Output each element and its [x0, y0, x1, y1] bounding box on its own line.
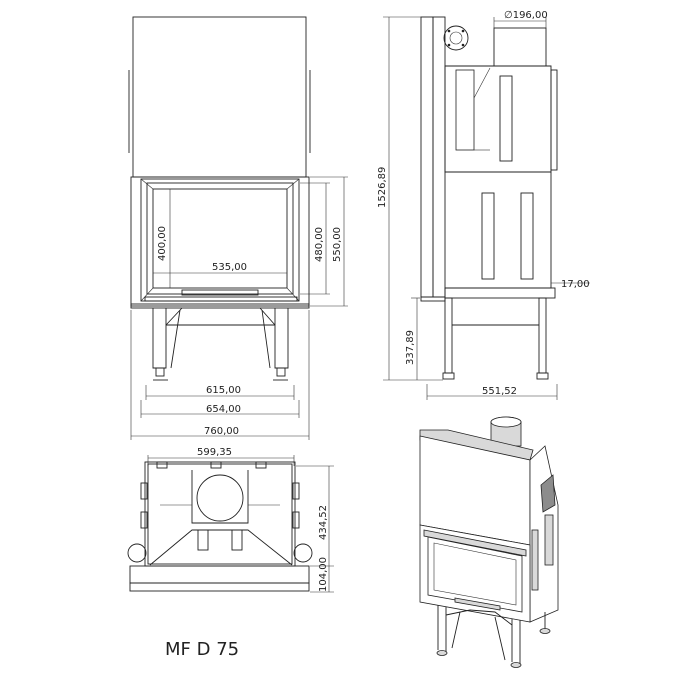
top-tab [292, 482, 300, 500]
top-lug [210, 461, 222, 469]
side-foot-front [442, 372, 455, 380]
front-foot-left [155, 367, 165, 377]
side-angle-line [473, 67, 491, 99]
top-block [197, 529, 209, 551]
corner-line [286, 178, 300, 190]
front-door-inner [146, 182, 294, 295]
side-base [444, 287, 556, 299]
top-wheel-left [127, 543, 147, 563]
side-slot-a [481, 192, 495, 280]
model-title: MF D 75 [165, 639, 239, 660]
dial-dot [447, 43, 451, 47]
top-body-inner [147, 463, 293, 565]
side-view: ∅196,00 1526,89 337,89 17,00 [377, 10, 590, 400]
dim-offset: 17,00 [561, 279, 590, 290]
side-dial [443, 25, 469, 51]
top-view: 599,35 434,52 104,00 [127, 447, 334, 593]
dial-dot [447, 29, 451, 33]
iso-handle [454, 597, 501, 611]
side-lower-body [445, 171, 552, 289]
side-front-frame [420, 16, 434, 298]
isometric-view [419, 416, 559, 668]
front-handle [181, 289, 259, 296]
front-leg-left [152, 308, 167, 369]
dim-depth: 551,52 [482, 386, 517, 397]
top-front-plate [129, 565, 310, 584]
front-ash-lip [144, 296, 298, 302]
top-trapezoid [149, 529, 293, 566]
corner-line [140, 287, 154, 302]
top-tab [292, 511, 300, 529]
dim-inner-height: 480,00 [314, 227, 325, 262]
front-view: 400,00 535,00 480,00 550,00 615,00 654,0… [128, 16, 348, 440]
side-slot-upper [499, 75, 513, 162]
iso-leg-front-left [437, 605, 447, 652]
top-tab [140, 511, 148, 529]
iso-flue-rim [490, 416, 522, 428]
front-foot-right [276, 367, 286, 377]
top-flue-box [191, 470, 249, 524]
side-foot-back [536, 372, 549, 380]
side-back-plate [550, 69, 558, 171]
corner-line [140, 178, 154, 190]
iso-foot [539, 628, 551, 634]
front-glass [152, 188, 288, 289]
iso-side-slot [531, 529, 539, 591]
side-flue-collar [493, 27, 547, 67]
side-leg-back [538, 297, 547, 374]
side-front-frame-inner [432, 16, 446, 298]
iso-leg-front-right [511, 619, 521, 664]
front-leg-braces [165, 307, 276, 326]
side-baffle [455, 69, 475, 151]
front-base [130, 303, 310, 309]
front-leg-struts [170, 309, 271, 369]
iso-door-top-band [423, 529, 527, 557]
dim-top-depth: 434,52 [318, 505, 329, 540]
iso-foot [436, 650, 448, 656]
top-wheel-right [293, 543, 313, 563]
iso-side-slot [544, 514, 554, 566]
side-slot-b [520, 192, 534, 280]
dim-width-760: 760,00 [204, 426, 239, 437]
iso-glass [433, 542, 517, 606]
iso-leg-brace [445, 609, 513, 626]
top-lug [255, 461, 267, 469]
iso-leg-struts [451, 611, 506, 661]
dim-opening-width: 535,00 [212, 262, 247, 273]
dim-leg-height: 337,89 [405, 330, 416, 365]
dim-top-front: 104,00 [318, 557, 329, 592]
dim-width-654: 654,00 [206, 404, 241, 415]
iso-foot [510, 662, 522, 668]
dim-width-615: 615,00 [206, 385, 241, 396]
dial-dot [461, 29, 465, 33]
dial-dot [461, 43, 465, 47]
front-leg-right [274, 308, 289, 369]
dim-opening-height: 400,00 [157, 226, 168, 261]
dim-flue-diameter: ∅196,00 [504, 10, 548, 21]
dim-top-width: 599,35 [197, 447, 232, 458]
top-block [231, 529, 243, 551]
top-lug [156, 461, 168, 469]
top-front-lip [129, 582, 310, 592]
side-dial-center [449, 31, 463, 45]
side-leg-front [444, 297, 453, 374]
top-flue-circle [196, 474, 244, 522]
front-hood [132, 16, 307, 178]
front-frame [130, 176, 310, 307]
top-tab [140, 482, 148, 500]
dim-total-height: 1526,89 [377, 167, 388, 208]
iso-side-vent [540, 474, 556, 513]
side-ash-lip [420, 296, 446, 302]
dim-outer-height: 550,00 [332, 227, 343, 262]
